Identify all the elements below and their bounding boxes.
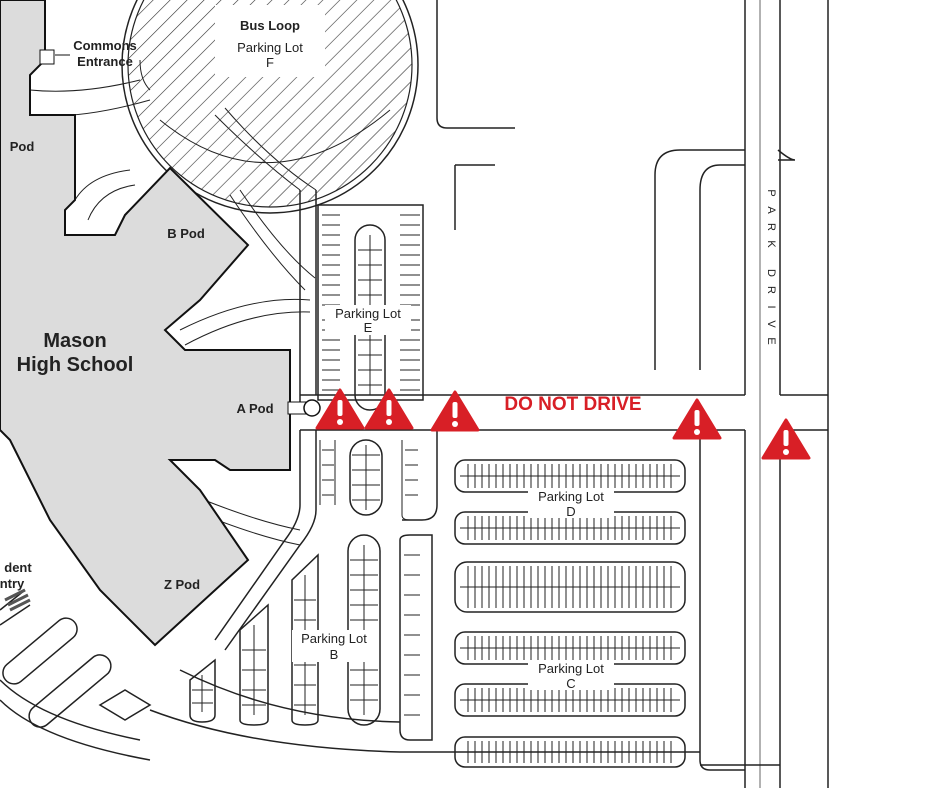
do-not-drive-text: DO NOT DRIVE xyxy=(504,394,641,415)
b-pod-label: B Pod xyxy=(167,226,205,241)
student-entry-line1: dent xyxy=(4,560,32,575)
student-entry-line2: ntry xyxy=(0,576,25,591)
park-drive-letter: P xyxy=(765,189,777,196)
school-name-line2: High School xyxy=(17,354,134,376)
building-outline xyxy=(0,0,291,647)
park-drive-letter: R xyxy=(765,223,777,231)
park-drive-letter: K xyxy=(765,240,777,248)
warning-triangle-icon xyxy=(430,390,480,432)
lot-c-label-line2: C xyxy=(566,676,575,691)
commons-entrance-line1: Commons xyxy=(73,38,137,53)
park-drive-letter: V xyxy=(765,320,777,328)
lot-c-label-line1: Parking Lot xyxy=(538,661,604,676)
park-drive-letter: A xyxy=(765,206,777,214)
warning-triangle-icon xyxy=(761,418,811,460)
parking-lot-e xyxy=(317,204,424,521)
parking-stall-lines xyxy=(460,464,680,763)
lot-b-label-line2: B xyxy=(330,647,339,662)
commons-entrance-line2: Entrance xyxy=(77,54,133,69)
park-drive-letter: I xyxy=(765,305,777,308)
lot-f-label-line2: F xyxy=(266,55,274,70)
park-drive-road xyxy=(744,0,781,788)
do-not-drive-warnings: DO NOT DRIVE xyxy=(315,388,811,460)
bus-loop-label: Bus Loop xyxy=(240,18,300,33)
school-name-line1: Mason xyxy=(43,330,106,352)
warning-triangle-icon xyxy=(672,398,722,440)
lot-d-label-line2: D xyxy=(566,504,575,519)
park-drive-label: P A R K D R I V E xyxy=(765,189,777,344)
a-pod-label: A Pod xyxy=(236,401,273,416)
park-drive-letter: R xyxy=(765,286,777,294)
z-pod-label: Z Pod xyxy=(164,577,200,592)
warning-triangle-icon xyxy=(364,388,414,430)
lot-e-label-line1: Parking Lot xyxy=(335,306,401,321)
lot-f-label-line1: Parking Lot xyxy=(237,40,303,55)
top-pod-label: Pod xyxy=(10,139,35,154)
lot-d-label-line1: Parking Lot xyxy=(538,489,604,504)
lot-b-label-line1: Parking Lot xyxy=(301,631,367,646)
bus-loop-lot-f xyxy=(121,0,419,214)
west-lot xyxy=(0,588,152,728)
warning-triangle-icon xyxy=(315,388,365,430)
school-building xyxy=(0,0,321,647)
park-drive-letter: D xyxy=(765,269,777,277)
lot-e-label-line2: E xyxy=(364,320,373,335)
park-drive-letter: E xyxy=(765,337,777,344)
map-labels: Mason High School B Pod A Pod Z Pod Pod … xyxy=(0,18,777,691)
